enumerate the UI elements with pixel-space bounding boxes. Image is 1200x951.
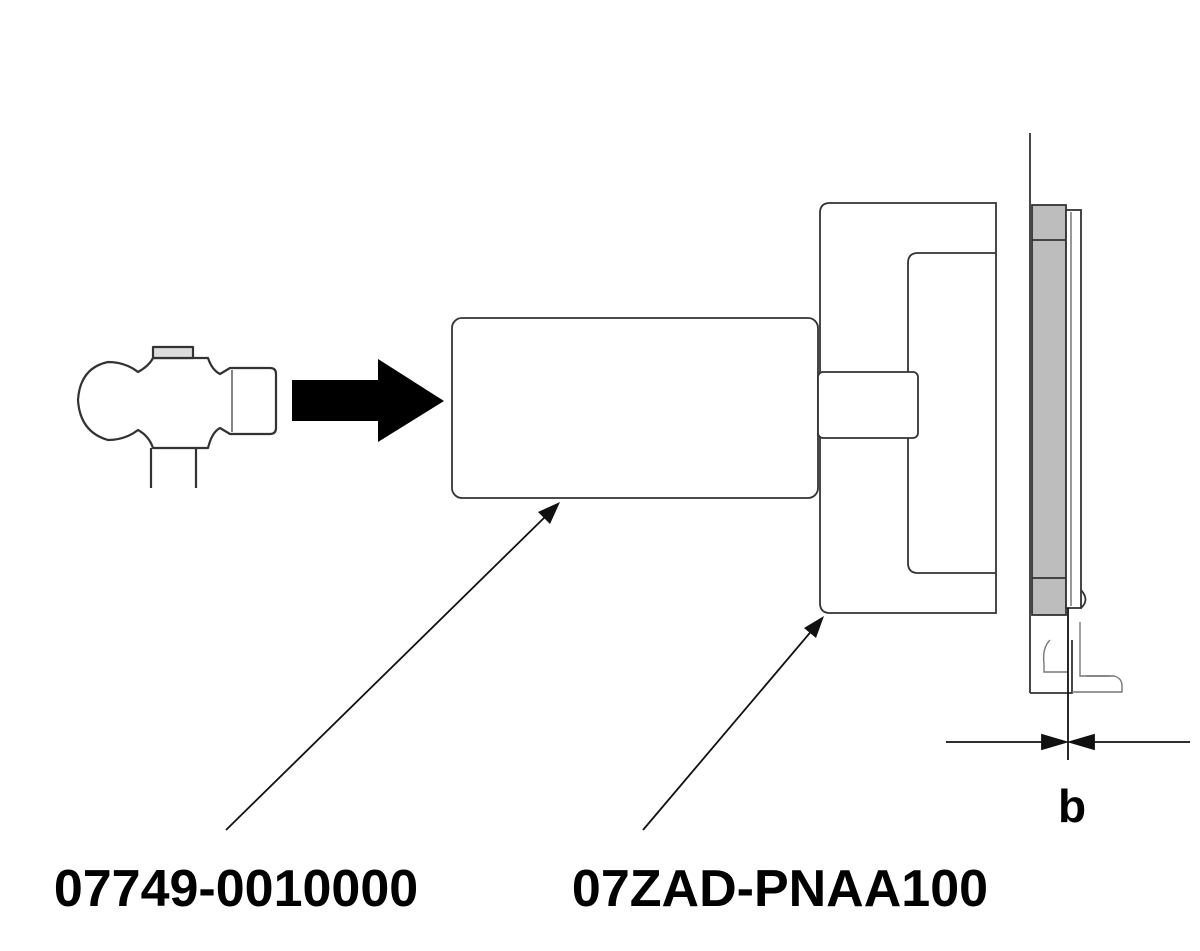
attachment-tool xyxy=(817,202,997,614)
housing-wall xyxy=(1029,133,1073,694)
driver-handle-body xyxy=(451,317,819,499)
attachment-part-number: 07ZAD-PNAA100 xyxy=(572,860,988,918)
dimension-b-label: b xyxy=(1058,780,1086,832)
dimension-b-indicator xyxy=(946,608,1190,760)
hammer-tool xyxy=(76,345,278,488)
leader-line-driver xyxy=(225,502,560,831)
seal-component xyxy=(1031,204,1087,616)
arrow-right-icon xyxy=(292,359,444,442)
leader-line-attachment xyxy=(642,616,824,831)
seal-lip-detail xyxy=(1042,622,1123,693)
driver-part-number: 07749-0010000 xyxy=(54,860,418,918)
